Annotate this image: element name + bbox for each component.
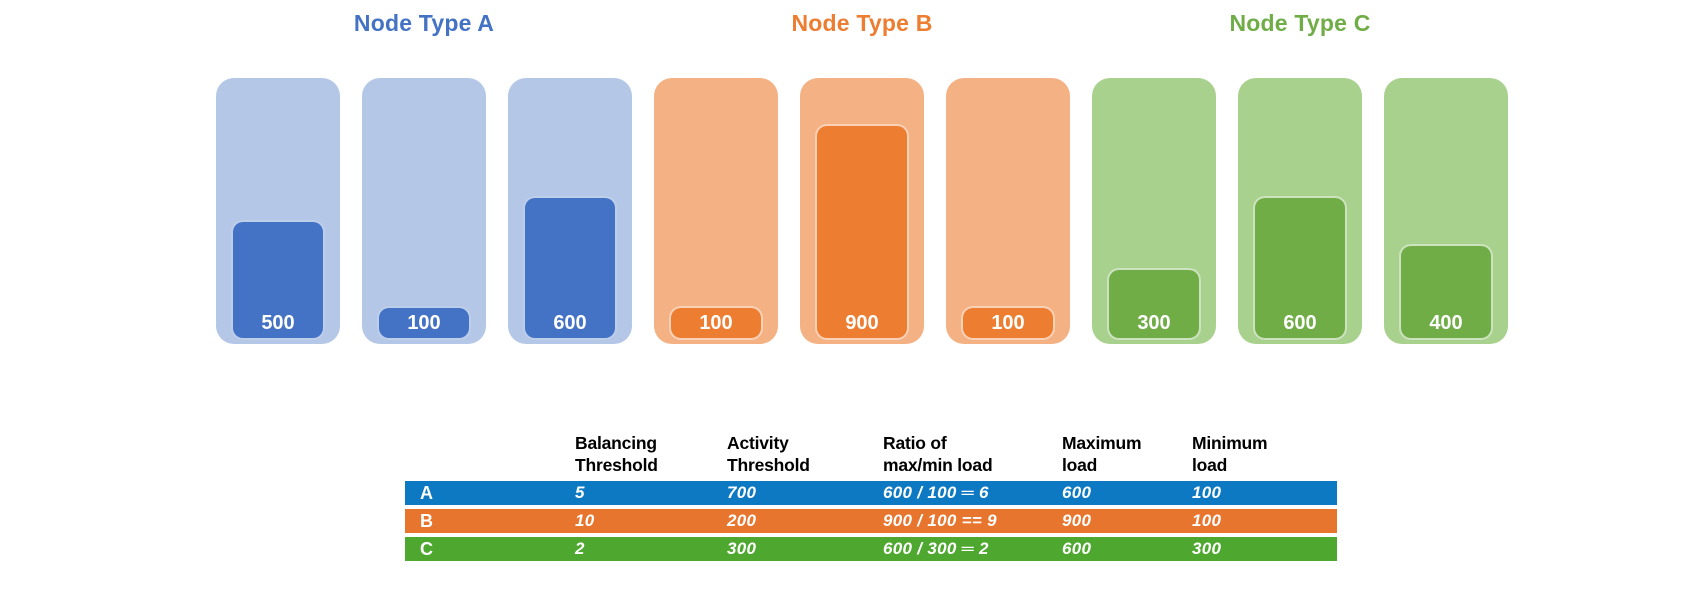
node-load-bar: 600 (523, 196, 617, 340)
cell-ratio: 600 / 100 ═ 6 (883, 483, 989, 502)
node-load-bar: 100 (961, 306, 1055, 340)
node-load-bar: 300 (1107, 268, 1201, 340)
table-header-row: Balancing Threshold Activity Threshold R… (405, 432, 1337, 481)
row-label: C (420, 539, 433, 559)
node-load-bar: 500 (231, 220, 325, 340)
cell-ratio: 900 / 100 == 9 (883, 511, 997, 530)
node-capacity-box: 500 (216, 78, 340, 344)
node-load-label: 300 (1137, 312, 1171, 334)
cell-maximum-load: 600 (1062, 483, 1092, 502)
node-load-bar: 900 (815, 124, 909, 340)
table-row-b: B 10 200 900 / 100 == 9 900 100 (405, 509, 1337, 533)
node-load-label: 100 (991, 312, 1025, 334)
table-row-a: A 5 700 600 / 100 ═ 6 600 100 (405, 481, 1337, 505)
node-capacity-box: 300 (1092, 78, 1216, 344)
group-title-node-type-c: Node Type C (1229, 10, 1371, 36)
group-title-node-type-a: Node Type A (353, 10, 495, 36)
cell-activity-threshold: 700 (727, 483, 757, 502)
node-capacity-box: 400 (1384, 78, 1508, 344)
cell-balancing-threshold: 10 (575, 511, 595, 530)
node-load-label: 400 (1429, 312, 1463, 334)
cell-balancing-threshold: 5 (575, 483, 585, 502)
cell-balancing-threshold: 2 (575, 539, 585, 558)
col-header-minimum-load: Minimum load (1192, 433, 1268, 475)
node-load-label: 900 (845, 312, 879, 334)
col-header-maximum-load: Maximum load (1062, 433, 1142, 475)
col-header-balancing-threshold: Balancing Threshold (575, 433, 658, 475)
node-load-label: 100 (699, 312, 733, 334)
node-capacity-box: 100 (946, 78, 1070, 344)
node-load-bar: 400 (1399, 244, 1493, 340)
cell-maximum-load: 900 (1062, 511, 1092, 530)
node-load-label: 100 (407, 312, 441, 334)
cell-activity-threshold: 200 (727, 511, 757, 530)
cell-minimum-load: 100 (1192, 511, 1222, 530)
thresholds-table: Balancing Threshold Activity Threshold R… (405, 432, 1337, 565)
node-capacity-box: 100 (362, 78, 486, 344)
cell-ratio: 600 / 300 ═ 2 (883, 539, 989, 558)
node-capacity-box: 600 (1238, 78, 1362, 344)
node-capacity-box: 100 (654, 78, 778, 344)
node-load-label: 600 (1283, 312, 1317, 334)
node-load-label: 500 (261, 312, 295, 334)
cell-minimum-load: 100 (1192, 483, 1222, 502)
cell-minimum-load: 300 (1192, 539, 1222, 558)
node-capacity-box: 900 (800, 78, 924, 344)
col-header-activity-threshold: Activity Threshold (727, 433, 810, 475)
node-load-bar: 600 (1253, 196, 1347, 340)
cell-activity-threshold: 300 (727, 539, 757, 558)
table-row-c: C 2 300 600 / 300 ═ 2 600 300 (405, 537, 1337, 561)
group-title-node-type-b: Node Type B (791, 10, 933, 36)
row-label: A (420, 483, 433, 503)
node-load-bar: 100 (669, 306, 763, 340)
node-load-label: 600 (553, 312, 587, 334)
col-header-ratio-max-min-load: Ratio of max/min load (883, 433, 993, 475)
node-load-bar: 100 (377, 306, 471, 340)
node-capacity-box: 600 (508, 78, 632, 344)
row-label: B (420, 511, 433, 531)
cell-maximum-load: 600 (1062, 539, 1092, 558)
